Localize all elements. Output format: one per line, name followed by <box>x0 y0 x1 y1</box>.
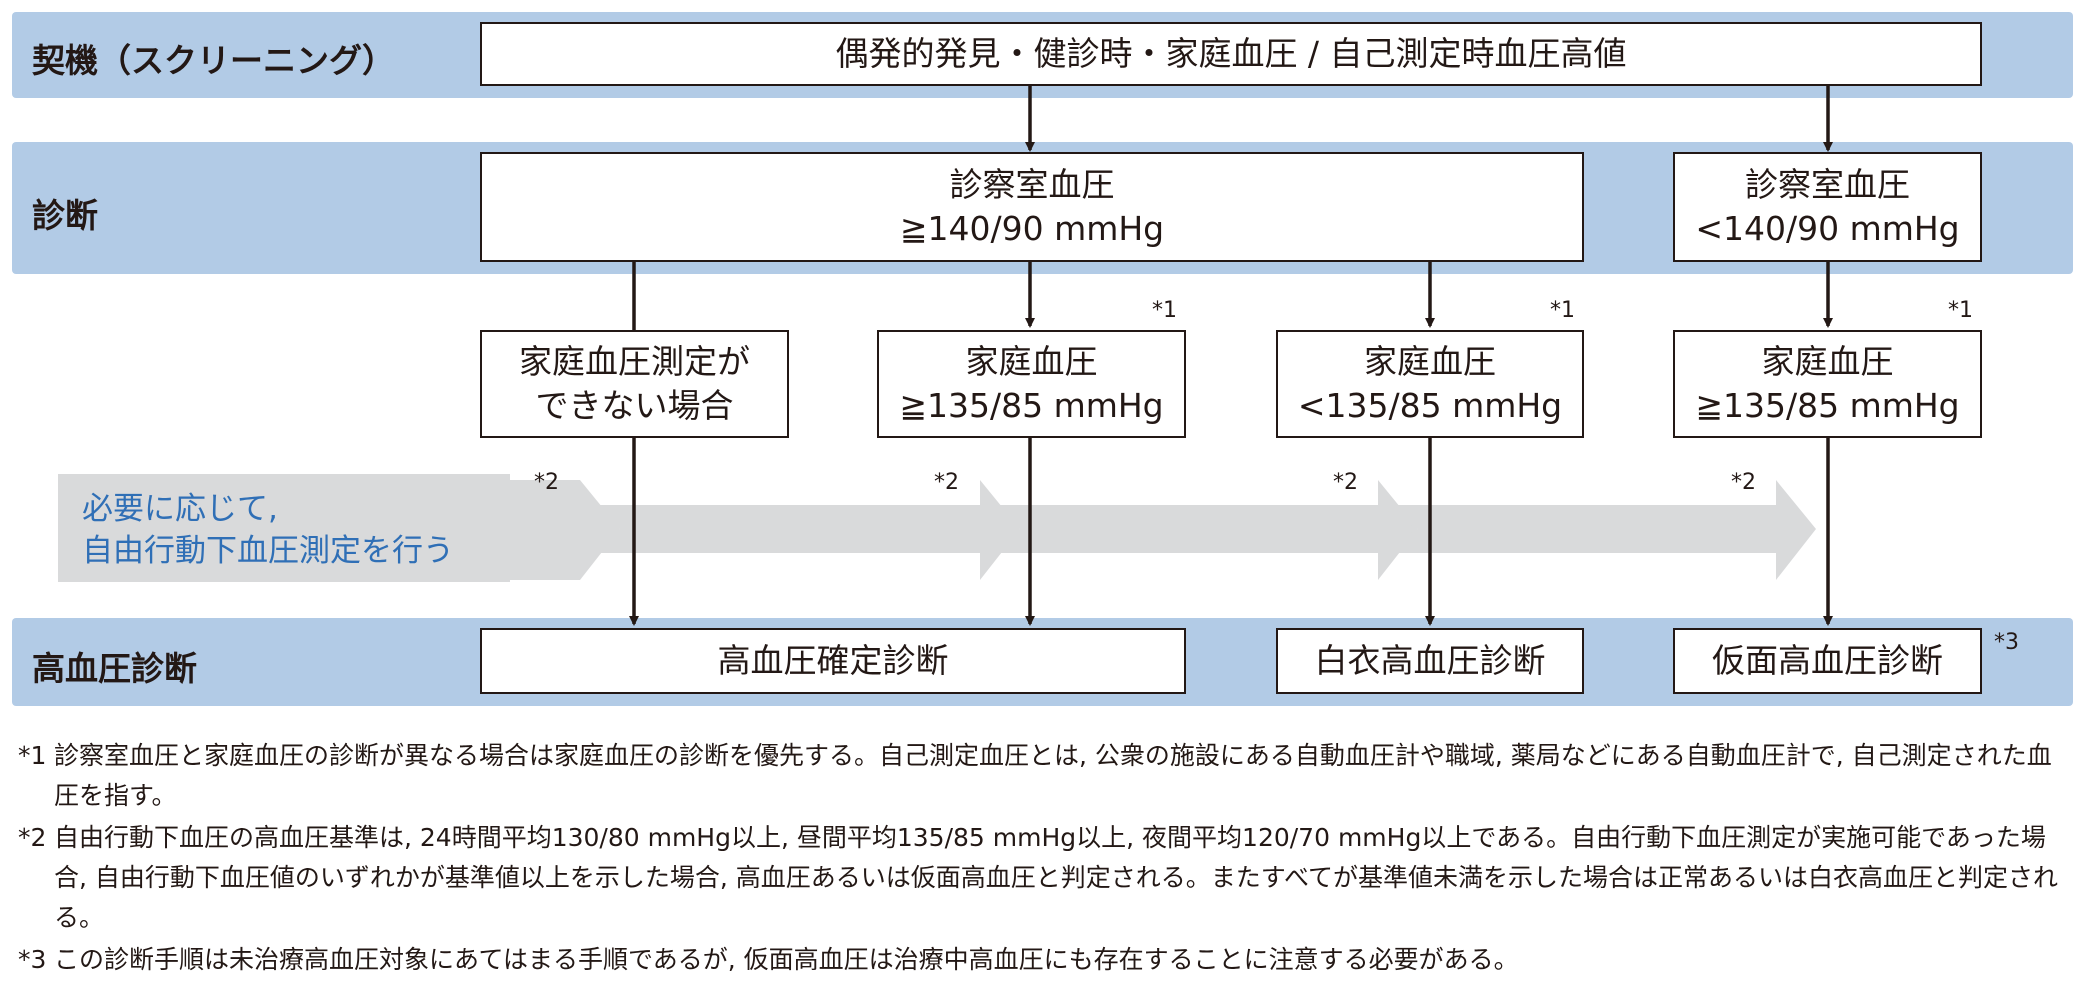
ref-mark-2a: *2 <box>534 470 559 495</box>
home-bp-high-value: ≧135/85 mmHg <box>899 386 1164 425</box>
office-bp-low-title: 診察室血圧 <box>1745 165 1910 204</box>
footnote-2: *2 自由行動下血圧の高血圧基準は, 24時間平均130/80 mmHg以上, … <box>18 818 2068 938</box>
chevron-2 <box>580 480 1020 580</box>
chevron-4 <box>1378 480 1816 580</box>
footnote-2-text: 自由行動下血圧の高血圧基準は, 24時間平均130/80 mmHg以上, 昼間平… <box>54 823 2059 932</box>
footnote-2-mark: *2 <box>18 823 47 852</box>
ref-mark-2b: *2 <box>934 470 959 495</box>
row-label-trigger: 契機（スクリーニング） <box>32 41 395 80</box>
home-bp-low-title: 家庭血圧 <box>1364 342 1496 381</box>
home-bp-high-masked-box: 家庭血圧 ≧135/85 mmHg <box>1673 330 1982 438</box>
home-bp-unavailable-box: 家庭血圧測定が できない場合 <box>480 330 789 438</box>
masked-hypertension-text: 仮面高血圧診断 <box>1712 641 1943 680</box>
footnote-3-mark: *3 <box>18 945 47 974</box>
chevron-5 <box>510 480 620 580</box>
ambulatory-note-line2: 自由行動下血圧測定を行う <box>82 533 454 569</box>
home-bp-high-title: 家庭血圧 <box>965 342 1098 381</box>
home-bp-unavailable-line2: できない場合 <box>535 386 734 425</box>
office-bp-high-box: 診察室血圧 ≧140/90 mmHg <box>480 152 1584 262</box>
home-bp-unavailable-line1: 家庭血圧測定が <box>519 342 750 381</box>
home-bp-high-masked-title: 家庭血圧 <box>1761 342 1894 381</box>
white-coat-hypertension-text: 白衣高血圧診断 <box>1314 641 1546 680</box>
footnote-3: *3 この診断手順は未治療高血圧対象にあてはまる手順であるが, 仮面高血圧は治療… <box>18 940 2068 980</box>
home-bp-low-box: 家庭血圧 <135/85 mmHg <box>1276 330 1584 438</box>
ref-mark-1c: *1 <box>1948 298 1973 323</box>
ambulatory-note: 必要に応じて, 自由行動下血圧測定を行う <box>58 474 510 582</box>
chevron-3 <box>980 480 1418 580</box>
home-bp-high-box: 家庭血圧 ≧135/85 mmHg <box>877 330 1186 438</box>
ref-mark-2c: *2 <box>1333 470 1358 495</box>
confirmed-hypertension-text: 高血圧確定診断 <box>717 641 949 680</box>
row-label-final: 高血圧診断 <box>32 649 197 688</box>
footnote-1-mark: *1 <box>18 741 47 770</box>
row-label-diagnosis: 診断 <box>32 196 98 235</box>
ref-mark-2d: *2 <box>1731 470 1756 495</box>
footnote-3-text: この診断手順は未治療高血圧対象にあてはまる手順であるが, 仮面高血圧は治療中高血… <box>54 945 1519 974</box>
ambulatory-note-line1: 必要に応じて, <box>82 491 278 527</box>
office-bp-low-box: 診察室血圧 <140/90 mmHg <box>1673 152 1982 262</box>
office-bp-high-title: 診察室血圧 <box>949 165 1115 204</box>
masked-hypertension-box: 仮面高血圧診断 <box>1673 628 1982 694</box>
ref-mark-1a: *1 <box>1152 298 1177 323</box>
ref-mark-3: *3 <box>1994 630 2019 655</box>
footnote-1: *1 診察室血圧と家庭血圧の診断が異なる場合は家庭血圧の診断を優先する。自己測定… <box>18 736 2068 816</box>
office-bp-low-value: <140/90 mmHg <box>1695 209 1960 248</box>
white-coat-hypertension-box: 白衣高血圧診断 <box>1276 628 1584 694</box>
screening-box: 偶発的発見・健診時・家庭血圧 / 自己測定時血圧高値 <box>480 22 1982 86</box>
ref-mark-1b: *1 <box>1550 298 1575 323</box>
screening-text: 偶発的発見・健診時・家庭血圧 / 自己測定時血圧高値 <box>835 34 1627 73</box>
confirmed-hypertension-box: 高血圧確定診断 <box>480 628 1186 694</box>
home-bp-high-masked-value: ≧135/85 mmHg <box>1695 386 1960 425</box>
office-bp-high-value: ≧140/90 mmHg <box>899 209 1165 248</box>
home-bp-low-value: <135/85 mmHg <box>1297 386 1563 425</box>
footnote-1-text: 診察室血圧と家庭血圧の診断が異なる場合は家庭血圧の診断を優先する。自己測定血圧と… <box>54 741 2052 810</box>
ambulatory-chevrons <box>510 480 1816 580</box>
